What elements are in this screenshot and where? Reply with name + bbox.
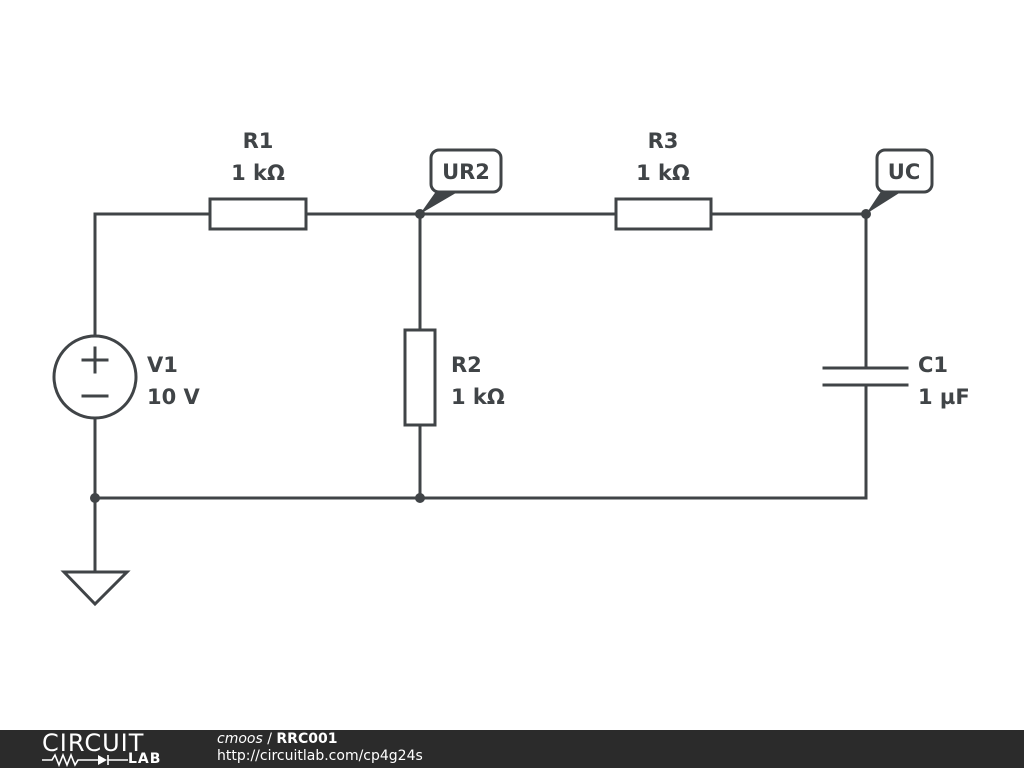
wire-r3-to-c1 — [709, 212, 868, 370]
junction-ground-left — [90, 493, 100, 503]
resistor-r3[interactable] — [614, 197, 713, 231]
net-flag-uc-box — [875, 148, 934, 194]
wires — [93, 212, 868, 574]
net-flag-uc-pointer — [866, 190, 904, 214]
logo-text-bottom: LAB — [128, 751, 162, 767]
wire-v1-to-r1 — [93, 212, 212, 337]
logo-resistor-diode-icon — [42, 753, 128, 767]
label-r3-value: 1 kΩ — [636, 161, 690, 185]
label-r3-name: R3 — [648, 129, 679, 153]
label-c1-name: C1 — [918, 353, 948, 377]
label-v1-value: 10 V — [147, 385, 201, 409]
net-flag-uc[interactable]: UC — [866, 148, 934, 214]
footer-bar: CIRCUIT LAB cmoos / RRC001 http://circui… — [0, 730, 1024, 768]
label-r1-name: R1 — [243, 129, 274, 153]
wire-ground-bus — [93, 383, 868, 500]
circuit-url[interactable]: http://circuitlab.com/cp4g24s — [217, 748, 423, 764]
label-r2-value: 1 kΩ — [451, 385, 505, 409]
capacitor-c1[interactable] — [822, 366, 909, 387]
junction-ground-mid — [415, 493, 425, 503]
label-v1-name: V1 — [147, 353, 178, 377]
circuitlab-logo[interactable]: CIRCUIT LAB — [42, 731, 177, 767]
net-flag-ur2-pointer — [420, 190, 461, 214]
net-flag-uc-text: UC — [888, 160, 920, 184]
voltage-source-v1-body — [52, 334, 138, 420]
author-link[interactable]: cmoos — [217, 731, 263, 747]
label-r2-name: R2 — [451, 353, 482, 377]
resistor-r1[interactable] — [208, 197, 308, 231]
net-flag-ur2[interactable]: UR2 — [420, 148, 503, 214]
ground-icon — [60, 570, 131, 607]
label-r1-value: 1 kΩ — [231, 161, 285, 185]
footer-separator: / — [262, 731, 277, 747]
resistor-r2[interactable] — [403, 328, 437, 427]
label-c1-value: 1 µF — [918, 385, 970, 409]
logo-text-top: CIRCUIT — [42, 729, 145, 757]
net-flag-ur2-box — [429, 148, 503, 194]
footer-meta: cmoos / RRC001 http://circuitlab.com/cp4… — [217, 731, 423, 765]
voltage-source-v1[interactable] — [52, 334, 138, 420]
footer-author-line: cmoos / RRC001 — [217, 731, 423, 748]
circuit-title[interactable]: RRC001 — [276, 731, 338, 747]
net-flag-ur2-text: UR2 — [442, 160, 490, 184]
